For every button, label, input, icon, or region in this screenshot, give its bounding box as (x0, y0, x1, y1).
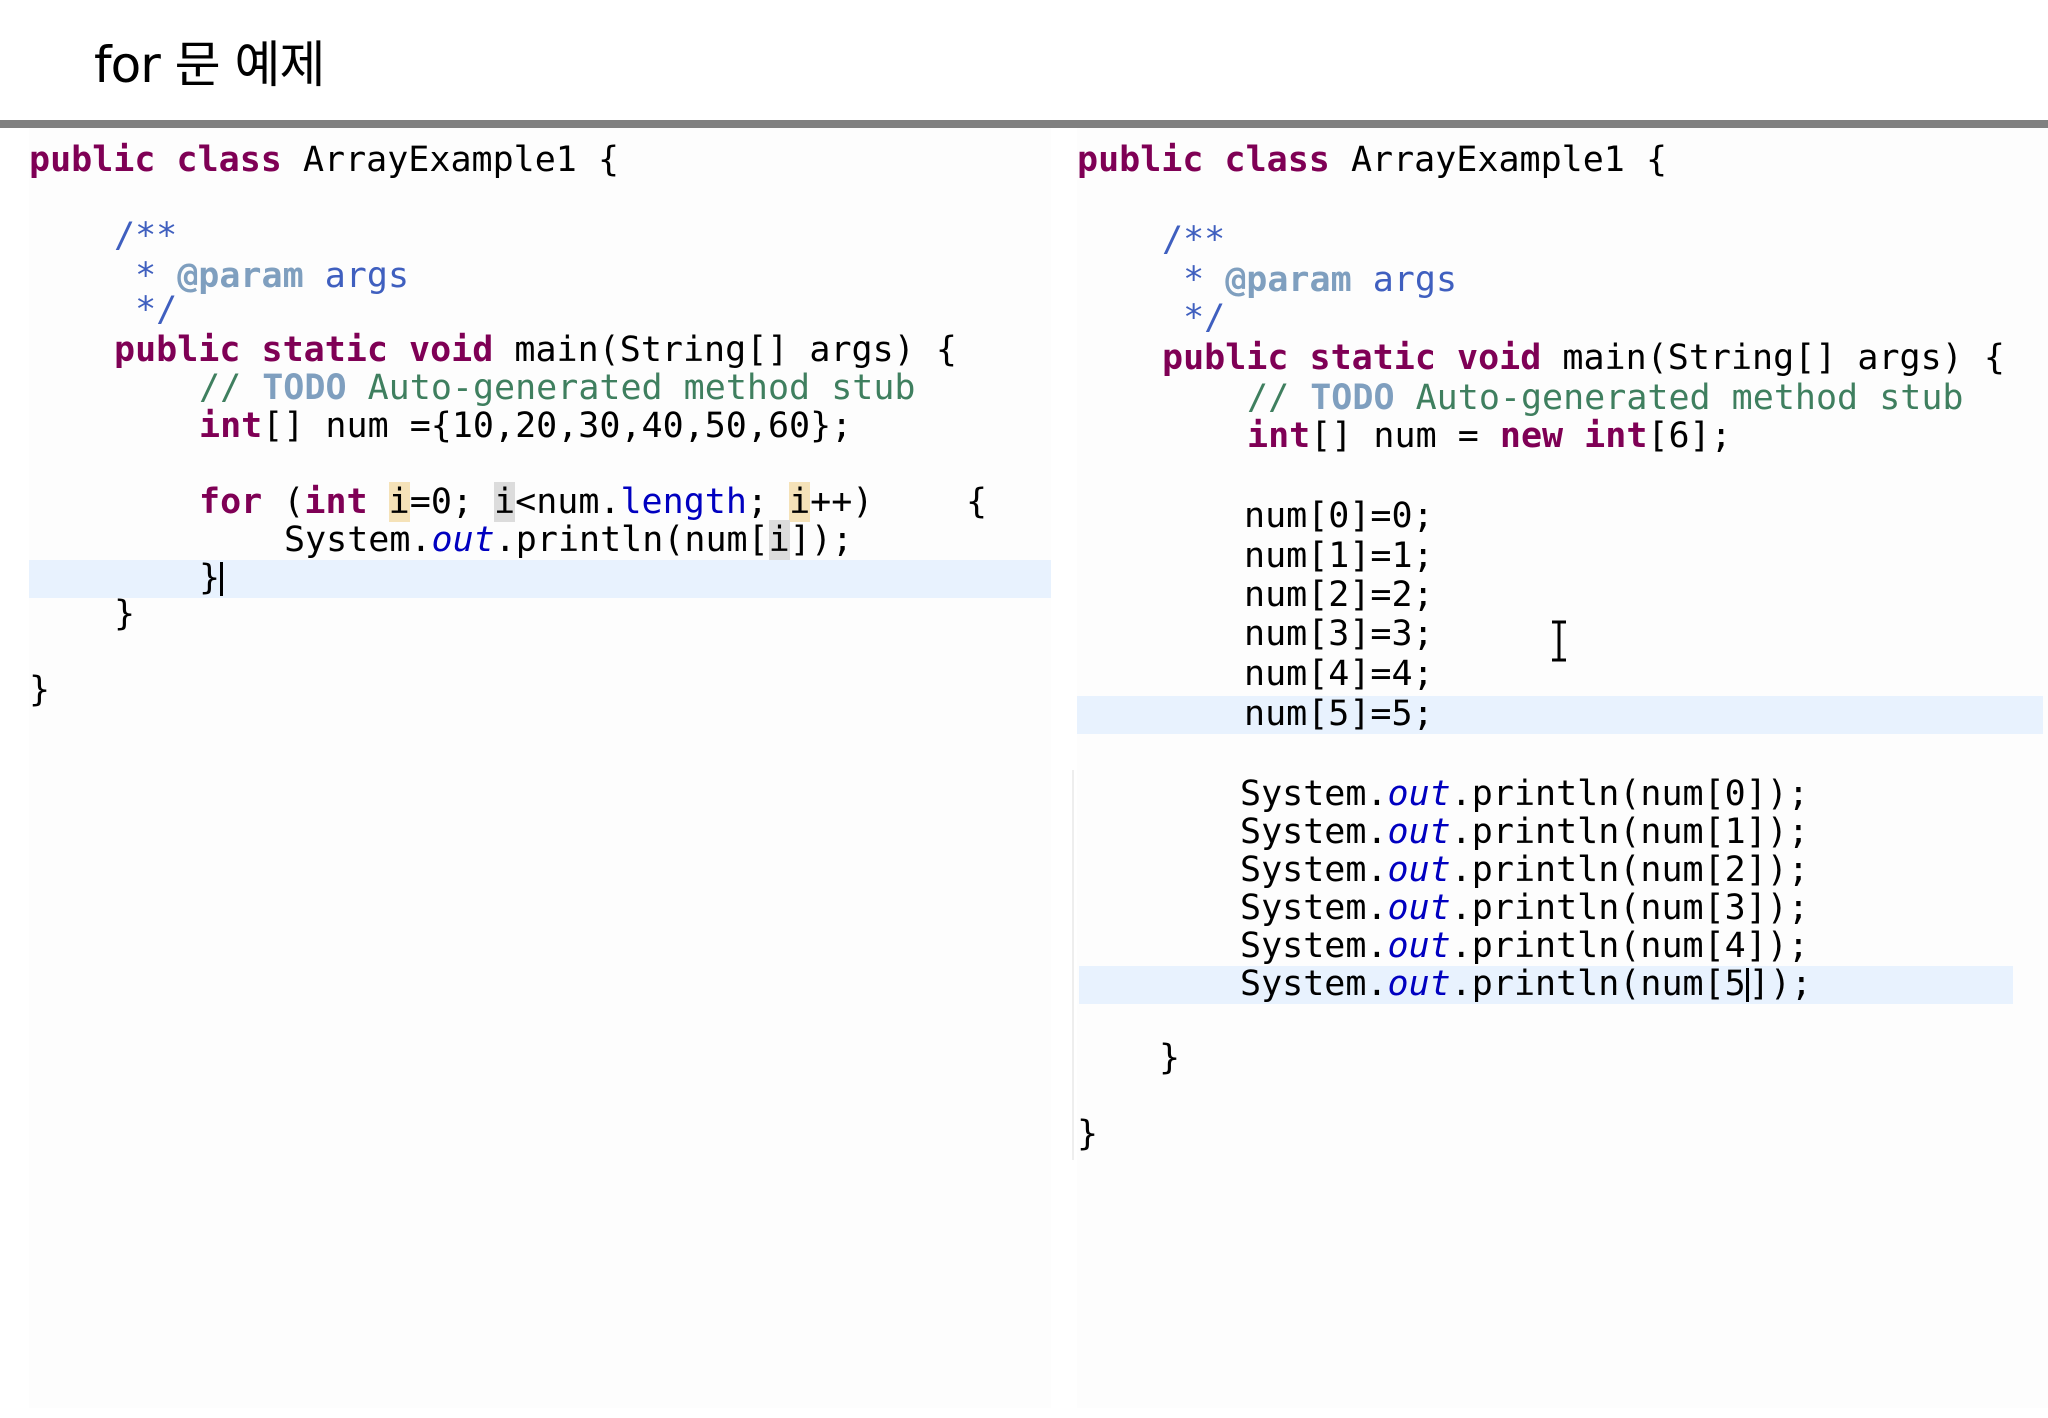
code-line: */ (114, 290, 178, 330)
right-editor-gutter (1072, 770, 1074, 1160)
code-line: System.out.println(num[1]); (1240, 812, 1809, 852)
code-line: num[2]=2; (1244, 575, 1434, 615)
left-code-editor[interactable]: public class ArrayExample1 { /** * @para… (29, 128, 1051, 1408)
code-line: } (199, 558, 224, 598)
code-line: System.out.println(num[4]); (1240, 926, 1809, 966)
current-line-highlight (1079, 966, 2013, 1004)
code-line: System.out.println(num[3]); (1240, 888, 1809, 928)
code-line: /** (1162, 220, 1226, 260)
code-line: public class ArrayExample1 { (29, 140, 620, 180)
code-line: public static void main(String[] args) { (114, 330, 957, 370)
code-line: int[] num ={10,20,30,40,50,60}; (199, 406, 853, 446)
code-line: // TODO Auto-generated method stub (1247, 378, 1964, 418)
code-line: num[0]=0; (1244, 496, 1434, 536)
code-line: num[4]=4; (1244, 654, 1434, 694)
code-line: System.out.println(num[i]); (284, 520, 853, 560)
text-caret (220, 562, 224, 596)
code-line: num[3]=3; (1244, 614, 1434, 654)
current-line-highlight (1077, 696, 2043, 734)
code-line: * @param args (1162, 260, 1458, 300)
code-line: System.out.println(num[5]); (1240, 964, 1812, 1004)
code-line: } (1159, 1038, 1181, 1078)
code-line: System.out.println(num[0]); (1240, 774, 1809, 814)
code-line: // TODO Auto-generated method stub (199, 368, 916, 408)
current-line-highlight (29, 560, 1051, 598)
slide-title: for 문 예제 (94, 36, 326, 94)
code-line: for (int i=0; i<num.length; i++) (199, 482, 874, 522)
right-code-editor[interactable]: public class ArrayExample1 { /** * @para… (1077, 128, 2048, 1408)
code-line: * @param args (114, 256, 410, 296)
code-line: } (29, 670, 51, 710)
code-line: } (114, 594, 136, 634)
title-divider (0, 120, 2048, 128)
code-line: */ (1162, 298, 1226, 338)
code-line: num[1]=1; (1244, 536, 1434, 576)
code-line: System.out.println(num[2]); (1240, 850, 1809, 890)
code-line: } (1077, 1114, 1099, 1154)
text-ibeam-icon (1552, 620, 1566, 662)
code-line: /** (114, 216, 178, 256)
code-line: num[5]=5; (1244, 694, 1434, 734)
code-line: { (966, 482, 988, 522)
code-line: public static void main(String[] args) { (1162, 338, 2005, 378)
code-line: public class ArrayExample1 { (1077, 140, 1668, 180)
text-caret (1745, 968, 1749, 1002)
code-line: int[] num = new int[6]; (1247, 416, 1732, 456)
